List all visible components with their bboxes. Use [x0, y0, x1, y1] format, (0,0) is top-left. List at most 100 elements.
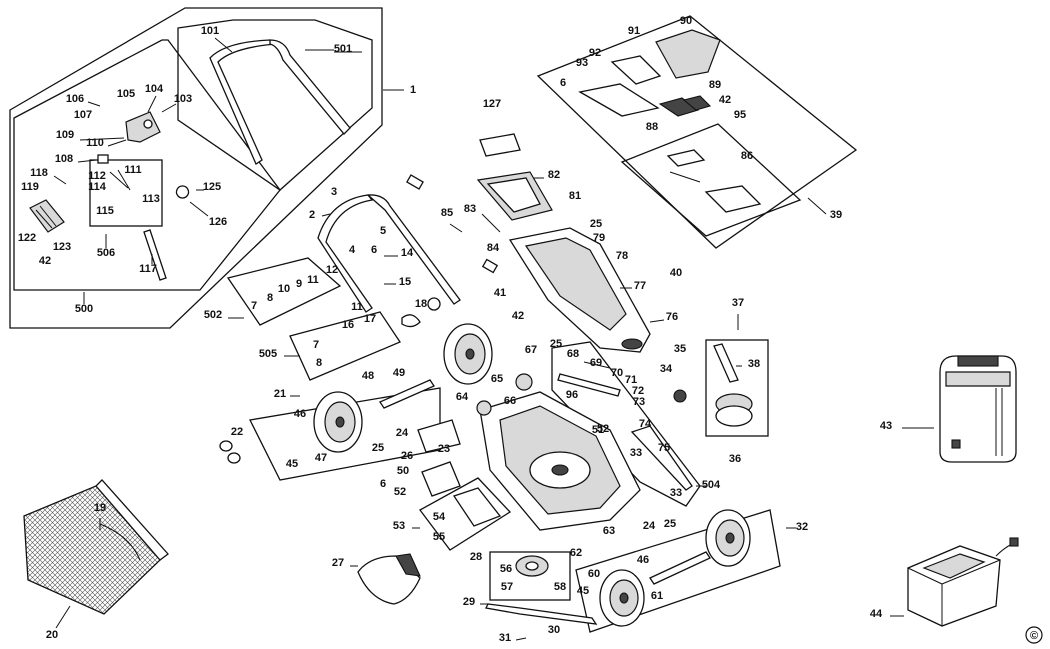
- callout-1: 1: [410, 84, 416, 96]
- callout-45a: 45: [286, 458, 298, 470]
- callout-34: 34: [660, 363, 673, 375]
- callout-23: 23: [438, 443, 450, 455]
- callout-29: 29: [463, 596, 475, 608]
- callout-10: 10: [278, 283, 290, 295]
- callout-68: 68: [567, 348, 579, 360]
- callout-72: 72: [632, 385, 644, 397]
- callout-41: 41: [494, 287, 506, 299]
- callout-79: 79: [593, 232, 605, 244]
- warning-label: [479, 133, 521, 157]
- battery-pack: [939, 355, 1017, 463]
- callout-90: 90: [680, 15, 692, 27]
- callout-24b: 24: [643, 520, 656, 532]
- callout-32: 32: [796, 521, 808, 533]
- callout-60: 60: [588, 568, 600, 580]
- callout-31: 31: [499, 632, 511, 644]
- callout-42b: 42: [719, 94, 731, 106]
- callout-65: 65: [491, 373, 503, 385]
- motor-frame: [705, 339, 769, 437]
- callout-81: 81: [569, 190, 581, 202]
- callout-54: 54: [433, 511, 446, 523]
- callout-500: 500: [75, 303, 93, 315]
- callout-126: 126: [209, 216, 227, 228]
- switch-box: [125, 111, 161, 143]
- motor-wiring: [713, 343, 739, 383]
- callout-62: 62: [570, 547, 582, 559]
- callout-25c: 25: [550, 338, 562, 350]
- callout-103: 103: [174, 93, 192, 105]
- callout-27: 27: [332, 557, 344, 569]
- copyright-symbol: ©: [1030, 630, 1038, 642]
- front-wheel-frame: [575, 509, 781, 633]
- callout-74: 74: [639, 418, 652, 430]
- battery-lid: [655, 29, 721, 79]
- switch-unit: [29, 199, 65, 233]
- callout-21: 21: [274, 388, 286, 400]
- callout-42a: 42: [512, 310, 524, 322]
- callout-73: 73: [633, 396, 645, 408]
- handle-tube: [143, 229, 167, 281]
- leader-lines: [53, 37, 934, 641]
- upper-handle-bar-right: [269, 39, 351, 135]
- callout-4: 4: [349, 244, 356, 256]
- callout-56: 56: [500, 563, 512, 575]
- locking-lever-frame-lower: [289, 311, 401, 381]
- callout-105: 105: [117, 88, 135, 100]
- battery-contacts-frame: [620, 123, 802, 237]
- callout-111: 111: [124, 164, 141, 176]
- battery-tray: [578, 83, 660, 117]
- callout-12: 12: [326, 264, 338, 276]
- callout-118: 118: [30, 167, 48, 179]
- callout-125: 125: [203, 181, 221, 193]
- callout-42c: 42: [39, 255, 51, 267]
- lower-handle-right: [366, 194, 461, 305]
- callout-7b: 7: [313, 339, 319, 351]
- callout-127: 127: [483, 98, 501, 110]
- callout-107: 107: [74, 109, 92, 121]
- callout-45b: 45: [577, 585, 589, 597]
- callout-104: 104: [145, 83, 164, 95]
- callout-19: 19: [94, 502, 106, 514]
- callout-92: 92: [589, 47, 601, 59]
- callout-61: 61: [651, 590, 663, 602]
- callout-25a: 25: [372, 442, 384, 454]
- callout-66: 66: [504, 395, 516, 407]
- callout-50: 50: [397, 465, 409, 477]
- callout-6a: 6: [371, 244, 377, 256]
- mulching-plug-frame: [419, 477, 512, 551]
- callout-58: 58: [554, 581, 566, 593]
- front-wheel-right: [705, 509, 751, 567]
- callout-96: 96: [566, 389, 578, 401]
- callout-16: 16: [342, 319, 354, 331]
- parts: [23, 29, 1019, 627]
- callout-57: 57: [501, 581, 513, 593]
- callout-122: 122: [18, 232, 36, 244]
- callout-119: 119: [21, 181, 39, 193]
- callout-24a: 24: [396, 427, 409, 439]
- handle-assembly-frame: [9, 7, 383, 329]
- callout-8b: 8: [316, 357, 322, 369]
- callout-117: 117: [139, 263, 157, 275]
- callout-8a: 8: [267, 292, 273, 304]
- rear-axle: [379, 379, 435, 409]
- callout-86: 86: [741, 150, 753, 162]
- callout-504: 504: [702, 479, 721, 491]
- callout-83: 83: [464, 203, 476, 215]
- callout-84: 84: [487, 242, 500, 254]
- callout-108: 108: [55, 153, 73, 165]
- callout-37: 37: [732, 297, 744, 309]
- callout-11a: 11: [307, 274, 319, 286]
- callout-76: 76: [666, 311, 678, 323]
- callout-11b: 11: [351, 301, 363, 313]
- upper-handle-bar: [209, 39, 277, 165]
- callout-91: 91: [628, 25, 640, 37]
- rear-wheel-right: [443, 323, 493, 385]
- upper-handle-frame: [177, 19, 373, 191]
- callout-7a: 7: [251, 300, 257, 312]
- callout-40: 40: [670, 267, 682, 279]
- callout-93: 93: [576, 57, 588, 69]
- callout-113: 113: [142, 193, 160, 205]
- callout-6c: 6: [380, 478, 386, 490]
- callout-64: 64: [456, 391, 469, 403]
